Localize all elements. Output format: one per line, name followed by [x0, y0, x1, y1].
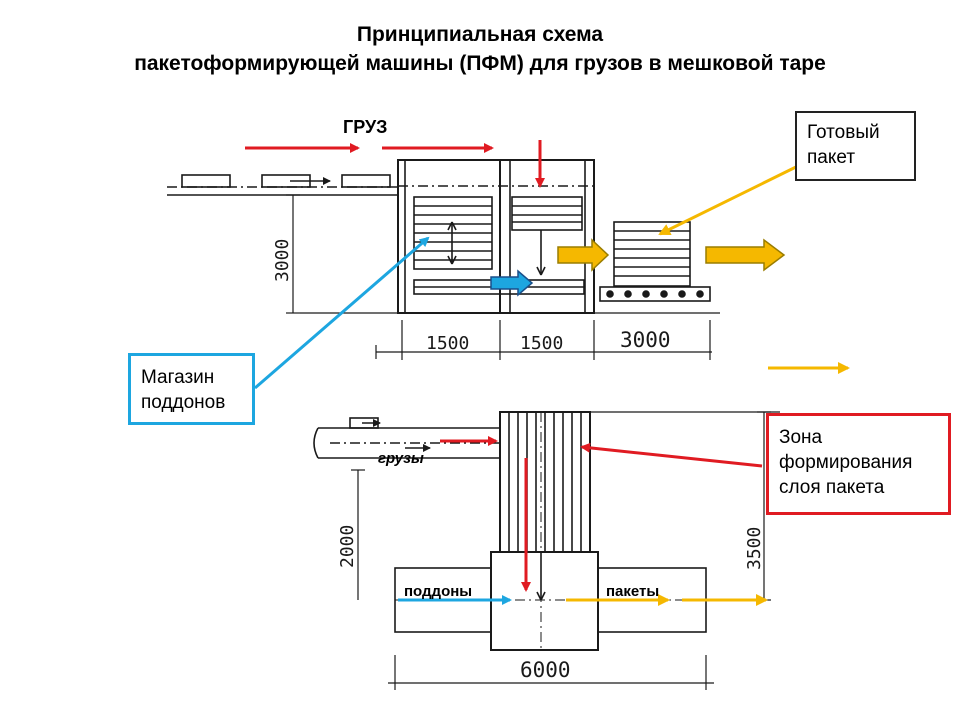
dim-width-6000: 6000	[520, 658, 571, 682]
dimension-labels: 3000 1500 1500 3000 2000 3500 6000	[272, 239, 765, 682]
dim-width-1500-a: 1500	[426, 333, 469, 354]
blue-block-arrow	[490, 269, 534, 297]
callout-zone-line1: Зона	[779, 427, 823, 448]
dim-height-2000: 2000	[337, 525, 358, 568]
flow-arrows	[245, 140, 850, 606]
label-poddony: поддоны	[404, 583, 472, 600]
callout-ready-package: Готовый пакет	[795, 111, 916, 181]
label-gruz: ГРУЗ	[343, 117, 387, 137]
callout-magazine-line1: Магазин	[141, 367, 215, 388]
zone-pointer	[580, 442, 763, 468]
callout-pallet-magazine: Магазин поддонов	[128, 353, 255, 425]
labels: ГРУЗ грузы поддоны пакеты	[343, 117, 659, 600]
callout-layer-forming-zone: Зона формирования слоя пакета	[766, 413, 951, 515]
block-arrows	[490, 238, 786, 297]
dim-height-3500: 3500	[744, 527, 765, 570]
label-gruzy: грузы	[378, 450, 424, 467]
dim-width-3000: 3000	[620, 328, 671, 352]
callout-ready-line2: пакет	[807, 147, 856, 168]
callout-zone-line2: формирования	[779, 452, 913, 473]
label-pakety: пакеты	[606, 583, 659, 600]
callout-ready-line1: Готовый	[807, 122, 880, 143]
callout-zone-line3: слоя пакета	[779, 477, 885, 498]
yellow-block-arrow-1	[557, 238, 610, 272]
dim-height-3000: 3000	[272, 239, 293, 282]
dim-width-1500-b: 1500	[520, 333, 563, 354]
yellow-block-arrow-2	[705, 238, 786, 272]
callout-magazine-line2: поддонов	[141, 392, 226, 413]
magazine-pointer	[254, 236, 430, 390]
diagram-title-line2: пакетоформирующей машины (ПФМ) для грузо…	[134, 52, 826, 75]
ready-pointer	[658, 163, 801, 236]
diagram-title-line1: Принципиальная схема	[356, 23, 604, 46]
